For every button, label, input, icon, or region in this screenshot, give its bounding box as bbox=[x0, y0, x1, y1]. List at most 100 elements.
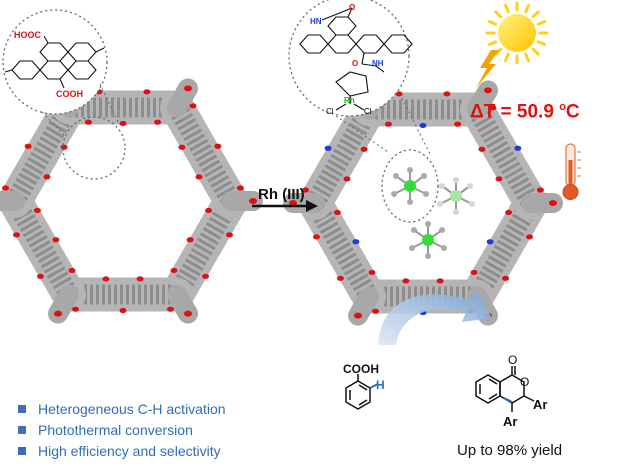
oxygen-atom bbox=[343, 176, 351, 182]
nitrogen-atom bbox=[514, 145, 522, 151]
chloride-right-label: Cl bbox=[364, 107, 372, 116]
oxygen-atom bbox=[526, 234, 534, 240]
zoom-connector bbox=[335, 115, 389, 153]
carbon-atom bbox=[425, 253, 431, 259]
reaction-arrow-head bbox=[306, 200, 318, 212]
product-ring-o-label: O bbox=[520, 375, 529, 389]
carbon-atom bbox=[409, 245, 415, 251]
amide-nh-label: NH bbox=[372, 59, 384, 68]
rhodium-atom bbox=[422, 234, 434, 246]
linker-structure-rh-complex bbox=[299, 7, 413, 111]
oxygen-atom bbox=[336, 275, 344, 281]
zoom-connector bbox=[41, 111, 65, 136]
nitrogen-atom bbox=[419, 122, 427, 129]
oxygen-atom bbox=[505, 209, 513, 216]
carbon-atom bbox=[453, 209, 459, 215]
rh-complex-model-1 bbox=[391, 167, 429, 205]
nitrogen-atom bbox=[352, 239, 360, 245]
oxygen-atom bbox=[454, 121, 462, 127]
feature-item: High efficiency and selectivity bbox=[18, 440, 348, 461]
product-ar-label-1: Ar bbox=[533, 397, 547, 412]
oxygen-atom bbox=[333, 209, 341, 216]
nitrogen-atom bbox=[486, 239, 494, 245]
cof-framework-rh-loaded bbox=[283, 80, 563, 326]
framework-node bbox=[348, 286, 379, 326]
oxygen-atom bbox=[186, 237, 194, 243]
lightning-bolt-icon bbox=[476, 50, 499, 88]
amide-o-top-label: O bbox=[349, 3, 355, 12]
linker-structure-acid bbox=[4, 35, 105, 89]
linker-cooh-label: COOH bbox=[56, 89, 83, 99]
oxygen-atom bbox=[402, 278, 410, 284]
oxygen-atom bbox=[443, 91, 451, 97]
sun-ray bbox=[524, 52, 530, 63]
rhodium-atom bbox=[450, 190, 462, 202]
sun-ray bbox=[531, 47, 540, 56]
oxygen-atom bbox=[43, 174, 51, 180]
square-bullet-icon bbox=[18, 446, 26, 455]
oxygen-atom bbox=[119, 307, 127, 314]
zoom-connector bbox=[99, 83, 119, 123]
rhodium-atom bbox=[404, 180, 416, 192]
carbon-atom bbox=[469, 201, 475, 207]
framework-node bbox=[167, 78, 198, 118]
rh-atom-label: Rh bbox=[344, 96, 355, 105]
framework-wall-texture bbox=[468, 104, 540, 208]
cof-framework-pristine bbox=[0, 78, 263, 324]
carbon-atom bbox=[467, 183, 473, 189]
square-bullet-icon bbox=[18, 425, 26, 434]
oxygen-atom bbox=[12, 232, 20, 238]
zoom-circle-rh bbox=[288, 0, 410, 117]
oxygen-atom bbox=[205, 207, 213, 214]
substrate-h-label: H bbox=[376, 378, 385, 392]
oxygen-atom bbox=[470, 269, 478, 276]
rh-complex-model-2 bbox=[437, 177, 475, 215]
carbon-atom bbox=[423, 191, 429, 197]
oxygen-atom bbox=[489, 105, 497, 111]
product-isocoumarin bbox=[475, 366, 535, 412]
oxygen-atom bbox=[136, 276, 144, 282]
oxygen-atom bbox=[360, 146, 368, 152]
carbon-atom bbox=[391, 191, 397, 197]
framework-wall-texture bbox=[468, 197, 540, 302]
sun-ray bbox=[531, 10, 540, 19]
oxygen-atom bbox=[60, 144, 68, 150]
carbon-atom bbox=[439, 183, 445, 189]
nitrogen-atom bbox=[324, 145, 332, 151]
sun-ray bbox=[536, 20, 547, 26]
carbon-atom bbox=[441, 245, 447, 251]
carbon-atom bbox=[411, 227, 417, 233]
carbon-atom bbox=[407, 199, 413, 205]
yield-label: Up to 98% yield bbox=[457, 442, 563, 459]
oxygen-atom bbox=[354, 312, 362, 319]
zoom-circle-pristine bbox=[2, 9, 108, 115]
sun-icon bbox=[485, 1, 549, 65]
carbon-atom bbox=[407, 167, 413, 173]
square-bullet-icon bbox=[18, 404, 26, 413]
framework-wall-texture bbox=[6, 102, 78, 206]
oxygen-atom bbox=[478, 146, 486, 152]
oxygen-atom bbox=[68, 267, 76, 274]
carbon-atom bbox=[439, 227, 445, 233]
sun-ray bbox=[524, 3, 530, 14]
oxygen-atom bbox=[54, 310, 62, 317]
oxygen-atom bbox=[184, 85, 192, 92]
oxygen-atom bbox=[36, 273, 44, 279]
sun-ray bbox=[536, 40, 547, 46]
oxygen-atom bbox=[170, 267, 178, 274]
sun-ray bbox=[504, 3, 510, 14]
thermometer-icon bbox=[562, 143, 581, 200]
zoom-target-rh bbox=[381, 149, 439, 223]
carbon-atom bbox=[437, 201, 443, 207]
carbon-atom bbox=[393, 173, 399, 179]
oxygen-atom bbox=[495, 176, 503, 182]
oxygen-atom bbox=[395, 91, 403, 97]
rh-complex-model-3 bbox=[409, 221, 447, 259]
oxygen-atom bbox=[484, 87, 492, 94]
oxygen-atom bbox=[24, 143, 32, 149]
oxygen-atom bbox=[502, 275, 510, 281]
sun-ray bbox=[487, 40, 498, 46]
oxygen-atom bbox=[384, 121, 392, 127]
substrate-cooh-label: COOH bbox=[343, 362, 379, 376]
